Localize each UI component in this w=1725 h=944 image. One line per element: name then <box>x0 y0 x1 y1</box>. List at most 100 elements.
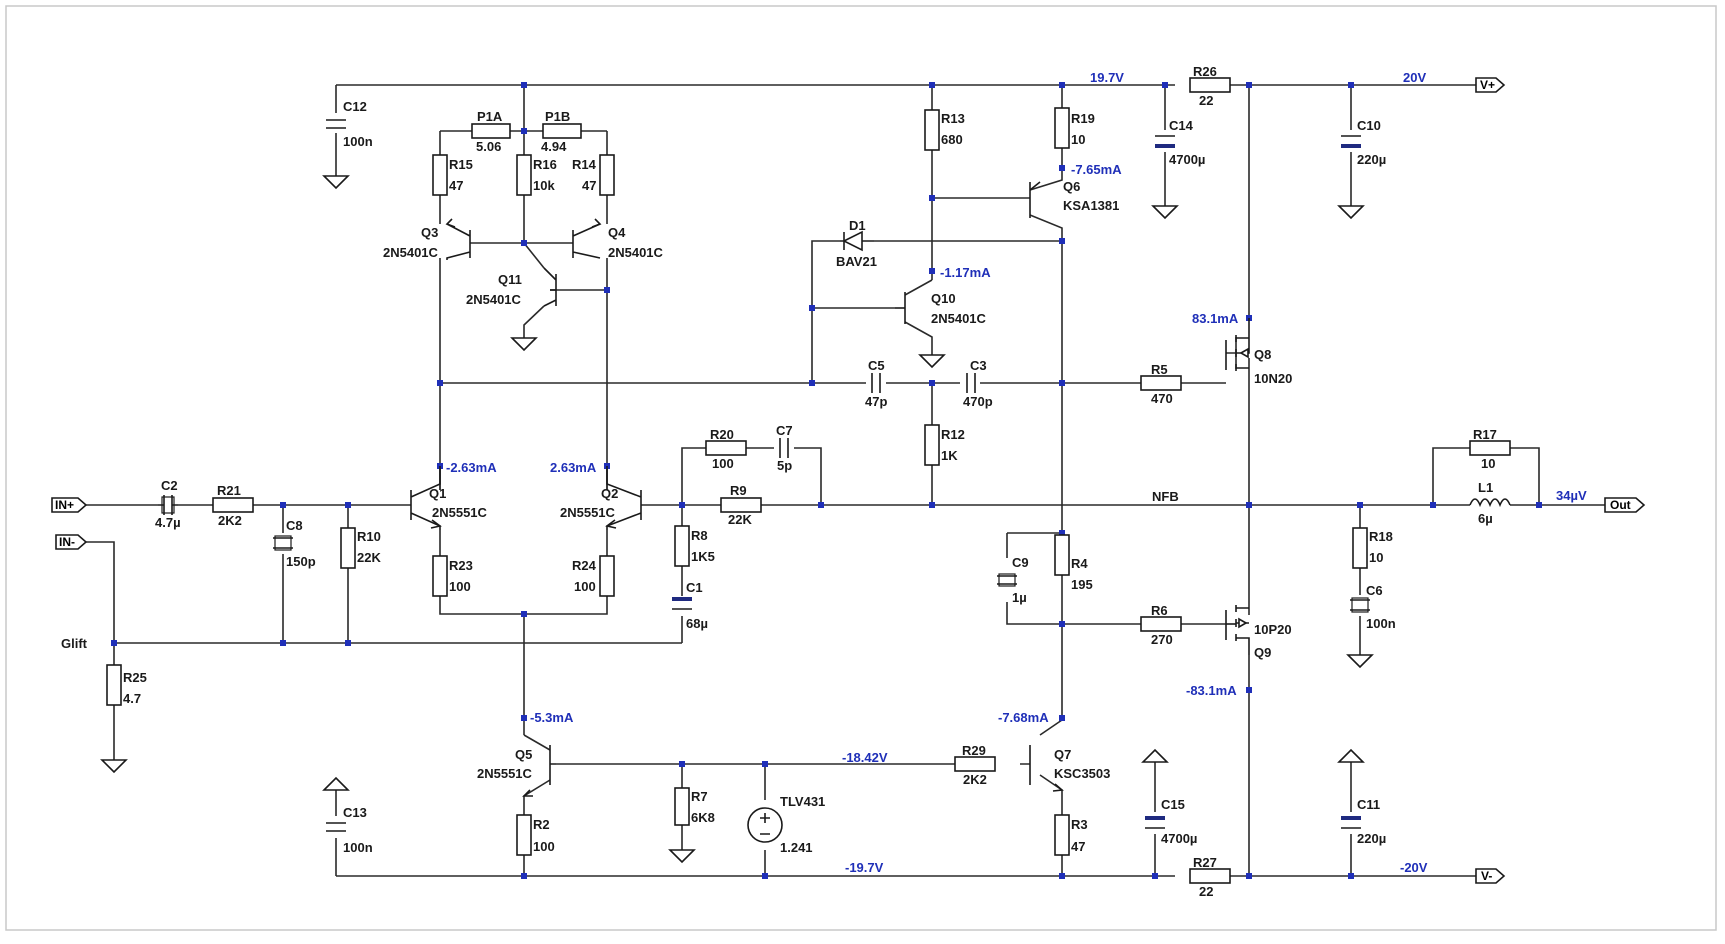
annotation-i-q9: -83.1mA <box>1186 683 1237 698</box>
port-label-out: Out <box>1610 498 1631 512</box>
label-c13-ref: C13 <box>343 805 367 820</box>
label-r23-value: 100 <box>449 579 471 594</box>
label-tlv431-value: 1.241 <box>780 840 813 855</box>
label-c3-value: 470p <box>963 394 993 409</box>
transistor-q4 <box>572 218 602 259</box>
resistor-r14 <box>599 154 615 196</box>
label-r16-value: 10k <box>533 178 555 193</box>
label-l1-ref: L1 <box>1478 480 1493 495</box>
label-c9-value: 1µ <box>1012 590 1027 605</box>
transistor-q1 <box>410 466 442 530</box>
label-q2-ref: Q2 <box>601 486 618 501</box>
label-r19-ref: R19 <box>1071 111 1095 126</box>
annotation-v-19-7: 19.7V <box>1090 70 1124 85</box>
port-v-plus <box>1475 77 1506 93</box>
label-r29-value: 2K2 <box>963 772 987 787</box>
net-label-nfb: NFB <box>1152 489 1179 504</box>
annotation-i-q1: -2.63mA <box>446 460 497 475</box>
resistor-r6 <box>1140 616 1182 632</box>
transistor-q3 <box>445 218 471 260</box>
resistor-r25 <box>106 664 122 706</box>
label-r7-value: 6K8 <box>691 810 715 825</box>
label-q4-ref: Q4 <box>608 225 626 240</box>
label-r4-ref: R4 <box>1071 556 1088 571</box>
label-q5-value: 2N5551C <box>477 766 533 781</box>
label-c2-ref: C2 <box>161 478 178 493</box>
label-r19-value: 10 <box>1071 132 1085 147</box>
resistor-r19 <box>1054 107 1070 149</box>
label-r2-ref: R2 <box>533 817 550 832</box>
net-label-glift: Glift <box>61 636 88 651</box>
resistor-r20 <box>705 440 747 456</box>
label-c11-ref: C11 <box>1357 797 1380 812</box>
label-c9-ref: C9 <box>1012 555 1029 570</box>
label-c11-value: 220µ <box>1357 831 1386 846</box>
label-r18-value: 10 <box>1369 550 1383 565</box>
annotation-v-20: 20V <box>1403 70 1426 85</box>
capacitor-c12 <box>326 119 346 129</box>
label-q8-ref: Q8 <box>1254 347 1271 362</box>
label-c5-ref: C5 <box>868 358 885 373</box>
label-r24-ref: R24 <box>572 558 597 573</box>
label-p1b-value: 4.94 <box>541 139 567 154</box>
label-r14-value: 47 <box>582 178 596 193</box>
annotation-v-out: 34µV <box>1556 488 1587 503</box>
resistor-r10 <box>340 527 356 569</box>
label-c14-ref: C14 <box>1169 118 1194 133</box>
resistor-r12 <box>924 424 940 466</box>
label-q7-value: KSC3503 <box>1054 766 1110 781</box>
label-p1a-value: 5.06 <box>476 139 501 154</box>
annotation-i-q6: -7.65mA <box>1071 162 1122 177</box>
label-r27-value: 22 <box>1199 884 1213 899</box>
label-c15-ref: C15 <box>1161 797 1185 812</box>
resistor-r16 <box>516 154 532 196</box>
label-q10-value: 2N5401C <box>931 311 987 326</box>
annotation-i-q10: -1.17mA <box>940 265 991 280</box>
resistor-r8 <box>674 525 690 567</box>
label-r4-value: 195 <box>1071 577 1093 592</box>
ground-icon <box>322 175 350 190</box>
label-c2-value: 4.7µ <box>155 515 181 530</box>
port-label-v-minus: V- <box>1481 869 1492 883</box>
label-p1b-ref: P1B <box>545 109 570 124</box>
resistor-r9 <box>720 497 762 513</box>
resistor-r7 <box>674 787 690 826</box>
label-c8-value: 150p <box>286 554 316 569</box>
annotation-i-q5: -5.3mA <box>530 710 574 725</box>
label-c10-value: 220µ <box>1357 152 1386 167</box>
label-q9-value: 10P20 <box>1254 622 1292 637</box>
label-r2-value: 100 <box>533 839 555 854</box>
diode-d1 <box>840 230 874 252</box>
port-label-in-plus: IN+ <box>55 498 74 512</box>
label-r15-value: 47 <box>449 178 463 193</box>
label-c1-value: 68µ <box>686 616 708 631</box>
label-l1-value: 6µ <box>1478 511 1493 526</box>
label-r8-ref: R8 <box>691 528 708 543</box>
capacitor-c8 <box>273 535 293 551</box>
port-v-minus <box>1475 868 1506 884</box>
label-c1-ref: C1 <box>686 580 703 595</box>
resistor-r21 <box>212 497 254 513</box>
label-r20-ref: R20 <box>710 427 734 442</box>
label-q5-ref: Q5 <box>515 747 532 762</box>
label-p1a-ref: P1A <box>477 109 503 124</box>
label-r9-ref: R9 <box>730 483 747 498</box>
label-r7-ref: R7 <box>691 789 708 804</box>
annotation-v-m19-7: -19.7V <box>845 860 884 875</box>
transistor-q6 <box>1029 181 1041 218</box>
label-r20-value: 100 <box>712 456 734 471</box>
inductor-l1 <box>1469 498 1511 508</box>
label-q1-ref: Q1 <box>429 486 446 501</box>
label-c6-value: 100n <box>1366 616 1396 631</box>
label-r12-ref: R12 <box>941 427 965 442</box>
capacitor-c5 <box>871 373 881 393</box>
capacitor-c9 <box>997 573 1017 587</box>
label-r3-value: 47 <box>1071 839 1085 854</box>
resistor-r4 <box>1054 534 1070 576</box>
resistor-r17 <box>1469 440 1511 456</box>
port-label-in-minus: IN- <box>59 535 75 549</box>
label-c7-ref: C7 <box>776 423 793 438</box>
resistor-r3 <box>1054 814 1070 856</box>
label-q3-ref: Q3 <box>421 225 438 240</box>
label-q6-ref: Q6 <box>1063 179 1080 194</box>
